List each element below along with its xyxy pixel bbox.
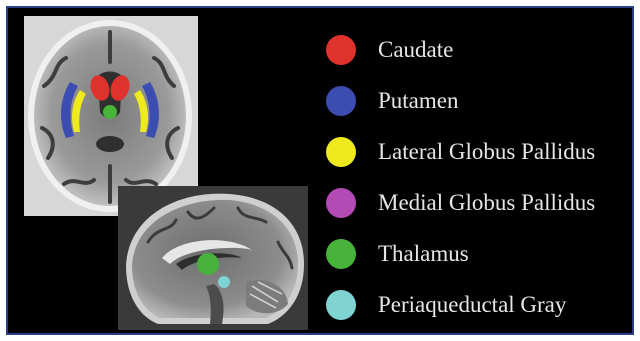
legend-item-medial-globus-pallidus: Medial Globus Pallidus [326,183,595,223]
legend-label: Periaqueductal Gray [378,292,566,318]
legend-label: Lateral Globus Pallidus [378,139,595,165]
legend: Caudate Putamen Lateral Globus Pallidus … [326,30,640,330]
lateral-globus-pallidus-color-dot [326,137,356,167]
thalamus-color-dot [326,239,356,269]
legend-label: Caudate [378,37,453,63]
legend-item-periaqueductal-gray: Periaqueductal Gray [326,285,566,325]
legend-label: Medial Globus Pallidus [378,190,595,216]
legend-item-caudate: Caudate [326,30,453,70]
figure-frame: Caudate Putamen Lateral Globus Pallidus … [6,6,634,335]
putamen-color-dot [326,86,356,116]
caudate-color-dot [326,35,356,65]
sagittal-mri-image [118,186,308,330]
legend-item-thalamus: Thalamus [326,234,469,274]
legend-item-putamen: Putamen [326,81,459,121]
legend-label: Putamen [378,88,459,114]
legend-item-lateral-globus-pallidus: Lateral Globus Pallidus [326,132,595,172]
medial-globus-pallidus-color-dot [326,188,356,218]
legend-label: Thalamus [378,241,469,267]
periaqueductal-gray-color-dot [326,290,356,320]
